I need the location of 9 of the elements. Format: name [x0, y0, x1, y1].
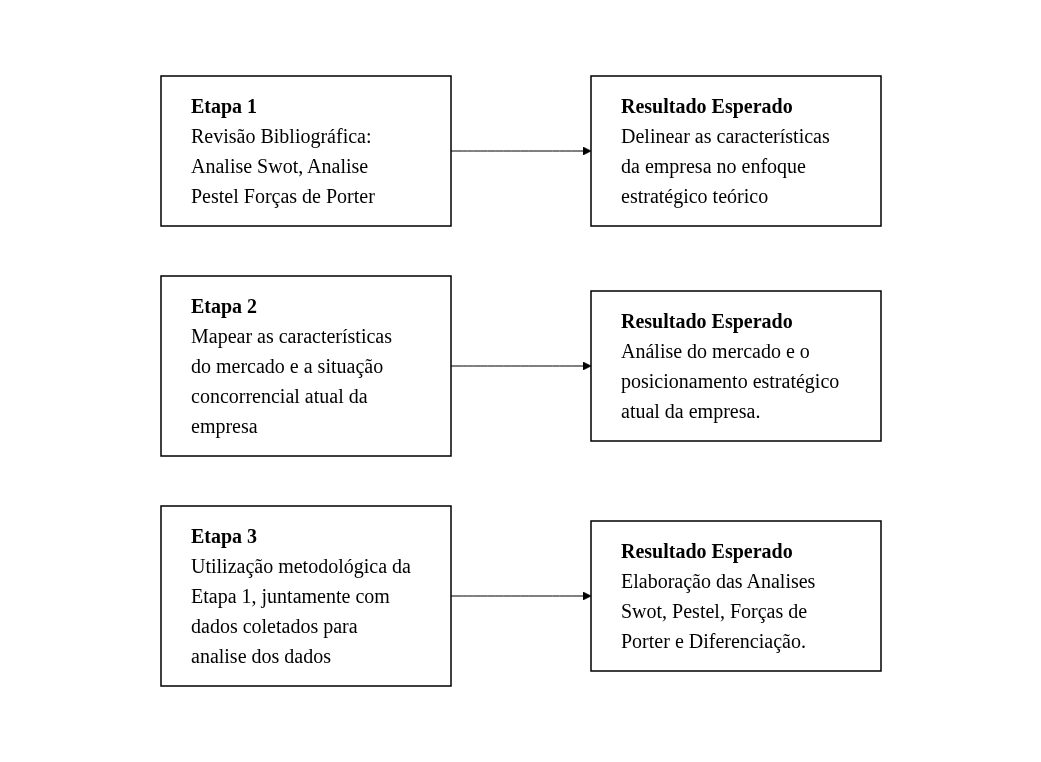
arrow	[450, 591, 591, 601]
node-box: Resultado Esperado Análise do mercado e o posicionamento estratégico atual da empresa.	[589, 290, 882, 442]
arrow	[450, 146, 591, 156]
node-box: Etapa 3 Utilização metodológica da Etapa 1, juntamente com dados coletados para analise dos dados	[159, 505, 452, 687]
node-box: Etapa 1 Revisão Bibliográfica: Analise Swot, Analise Pestel Forças de Porter	[159, 75, 452, 227]
arrow	[450, 361, 591, 371]
node-box: Resultado Esperado Delinear as características da empresa no enfoque estratégico teórico	[589, 75, 882, 227]
node-box: Etapa 2 Mapear as características do mercado e a situação concorrencial atual da empresa	[159, 275, 452, 457]
node-box: Resultado Esperado Elaboração das Analises Swot, Pestel, Forças de Porter e Diferenciação.	[589, 520, 882, 672]
